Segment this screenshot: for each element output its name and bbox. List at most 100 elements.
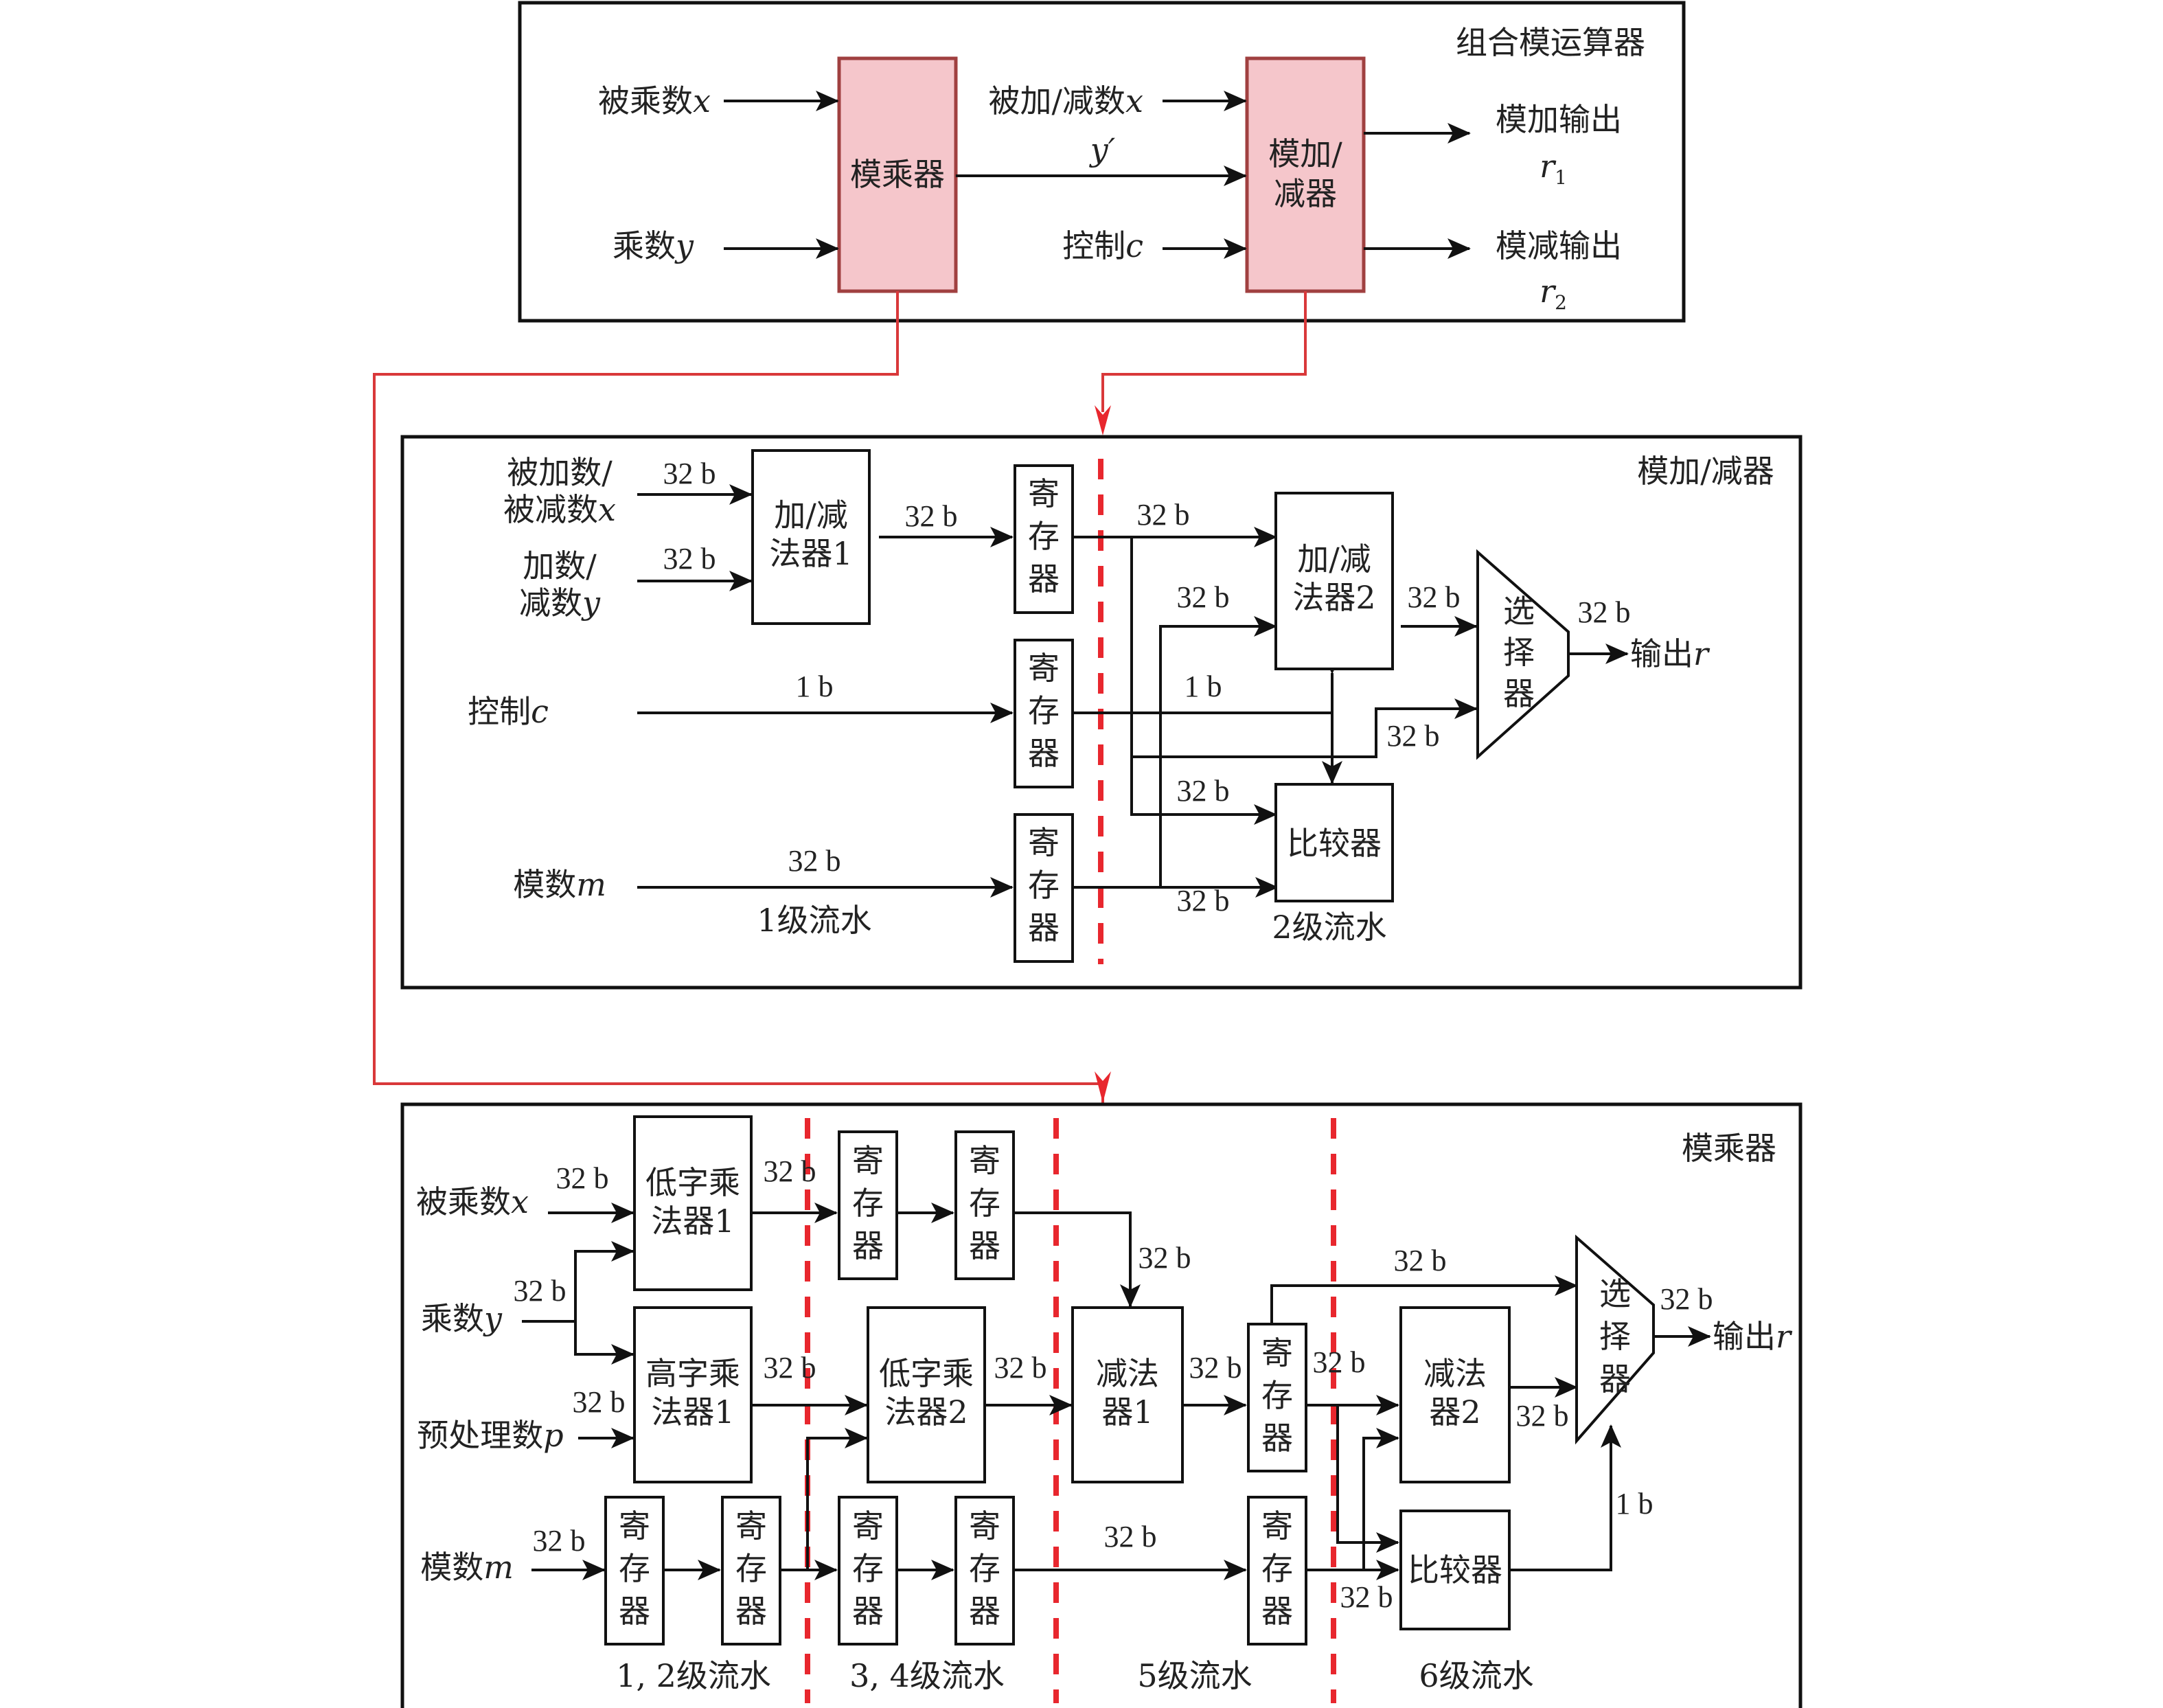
bits-label: 32 b: [1104, 1520, 1157, 1553]
adder-subtractor-2[interactable]: [1274, 492, 1394, 670]
subtractor-1[interactable]: [1071, 1306, 1184, 1483]
bits-label: 32 b: [1138, 1241, 1191, 1275]
bits-label: 32 b: [994, 1351, 1047, 1385]
lowmul2-label-1: 低字乘: [879, 1355, 974, 1392]
bits-label: 32 b: [533, 1524, 586, 1558]
detail-connectors: [373, 291, 1307, 1106]
arrow-modulus-to-low2: [806, 1428, 868, 1570]
svg-text:寄: 寄: [1028, 650, 1060, 687]
wire-to-comparator-a: [1130, 537, 1277, 825]
register[interactable]: 寄 存 器: [1247, 1496, 1307, 1646]
bits-label: 32 b: [1189, 1351, 1242, 1385]
modaddsub-frame: [400, 435, 1802, 990]
modmul-block-label: 模乘器: [850, 156, 945, 193]
comparator-label: 比较器: [1287, 825, 1382, 862]
svg-text:寄: 寄: [1261, 1334, 1293, 1371]
bits-label: 32 b: [1313, 1345, 1366, 1379]
arrow-multiplier-to-high1: [574, 1321, 634, 1365]
svg-text:存: 存: [852, 1185, 884, 1222]
svg-text:寄: 寄: [619, 1507, 650, 1545]
mux-label-2: 择: [1503, 634, 1535, 671]
svg-text:存: 存: [1261, 1550, 1293, 1587]
combined-unit-title: 组合模运算器: [1456, 24, 1645, 61]
wire-to-mux-b: [1132, 698, 1478, 758]
bits-label: 32 b: [556, 1161, 609, 1195]
multiplexer[interactable]: [1575, 1234, 1655, 1445]
bits-label: 32 b: [1177, 884, 1230, 918]
addsub-output-label: 输出r: [1630, 635, 1710, 672]
addsub-input-c: 控制c: [468, 693, 549, 730]
comparator[interactable]: [1399, 1510, 1511, 1630]
svg-text:器: 器: [619, 1593, 650, 1630]
arrow-reg-to-comparator-a: [1336, 1405, 1399, 1553]
high-word-multiplier-1[interactable]: [633, 1306, 753, 1483]
highmul1-label-2: 法器1: [651, 1393, 734, 1431]
connector-modaddsub-arrowhead: [1095, 405, 1111, 435]
mux-label-3: 器: [1503, 675, 1535, 712]
combined-modular-unit: 组合模运算器 模乘器 模加/ 减器 被乘数x 乘数y 被加/减数x y′ 控制c…: [518, 1, 1686, 323]
arrow-reg-to-mux-a: [1270, 1275, 1578, 1324]
register[interactable]: 寄 存 器: [838, 1130, 898, 1280]
modaddsub-title: 模加/减器: [1637, 453, 1774, 490]
svg-text:存: 存: [619, 1550, 650, 1587]
register[interactable]: 寄 存 器: [721, 1496, 781, 1646]
stage-6-label: 6级流水: [1419, 1657, 1533, 1694]
arrow-multiplier-to-low1: [522, 1241, 634, 1323]
register[interactable]: 寄 存 器: [954, 1496, 1015, 1646]
yprime-label: y′: [1089, 131, 1116, 168]
svg-text:存: 存: [969, 1550, 1000, 1587]
svg-text:存: 存: [1028, 692, 1060, 729]
low-word-multiplier-2[interactable]: [867, 1306, 986, 1483]
bits-label: 32 b: [663, 542, 716, 576]
register[interactable]: 寄 存 器: [1247, 1323, 1307, 1472]
adder-subtractor-1[interactable]: [751, 449, 871, 625]
modadd-output-var: r1: [1540, 148, 1567, 189]
bits-label: 1 b: [1184, 670, 1222, 703]
sub2-label-1: 减法: [1423, 1355, 1487, 1392]
low-word-multiplier-1[interactable]: [633, 1115, 753, 1291]
svg-text:存: 存: [735, 1550, 767, 1587]
register[interactable]: 寄 存 器: [954, 1130, 1015, 1280]
modmul-frame: [400, 1102, 1802, 1708]
mux-label-1: 选: [1503, 593, 1535, 630]
bits-label: 32 b: [764, 1154, 816, 1188]
modadd-output-label: 模加输出: [1496, 101, 1622, 138]
subtractor-2[interactable]: [1399, 1306, 1511, 1483]
addsub-input-y-line1: 加数/: [523, 547, 597, 584]
svg-text:存: 存: [852, 1550, 884, 1587]
bits-label: 32 b: [514, 1274, 566, 1308]
bits-label: 32 b: [1516, 1399, 1569, 1433]
comparator-label: 比较器: [1408, 1551, 1502, 1589]
sub2-label-2: 器2: [1429, 1393, 1480, 1431]
sub1-label-2: 器1: [1101, 1393, 1153, 1431]
modmul-input-y: 乘数y: [421, 1300, 503, 1337]
modaddsub-block[interactable]: [1245, 56, 1366, 293]
register[interactable]: 寄 存 器: [1014, 813, 1074, 963]
register[interactable]: 寄 存 器: [1014, 464, 1074, 614]
register[interactable]: 寄 存 器: [1014, 639, 1074, 788]
comparator[interactable]: [1274, 783, 1394, 902]
stage-1-label: 1级流水: [757, 902, 871, 939]
svg-text:器: 器: [852, 1593, 884, 1630]
modmul-input-x: 被乘数x: [416, 1183, 529, 1220]
mux-label-2: 择: [1599, 1318, 1631, 1355]
bits-label: 1 b: [796, 670, 834, 703]
register[interactable]: 寄 存 器: [604, 1496, 665, 1646]
stage-2-label: 2级流水: [1272, 909, 1386, 946]
addsub-input-m: 模数m: [513, 866, 606, 903]
multiplexer[interactable]: [1476, 549, 1570, 760]
bits-label: 32 b: [573, 1385, 626, 1419]
svg-text:器: 器: [969, 1227, 1000, 1264]
highmul1-label-1: 高字乘: [645, 1355, 740, 1392]
register[interactable]: 寄 存 器: [838, 1496, 898, 1646]
input-multiplier-label: 乘数y: [613, 227, 694, 264]
modsub-output-label: 模减输出: [1496, 227, 1622, 264]
modmul-detail: 模乘器 被乘数x 32 b 乘数y 32 b 预处理数p 32 b 模数m 32…: [400, 1102, 1802, 1708]
input-multiplicand-label: 被乘数x: [598, 82, 711, 119]
wire-modulus-to-adder2: [1159, 616, 1277, 887]
svg-text:器: 器: [1028, 735, 1060, 772]
svg-text:寄: 寄: [1028, 824, 1060, 861]
bits-label: 32 b: [1387, 719, 1440, 753]
svg-text:存: 存: [1028, 518, 1060, 555]
